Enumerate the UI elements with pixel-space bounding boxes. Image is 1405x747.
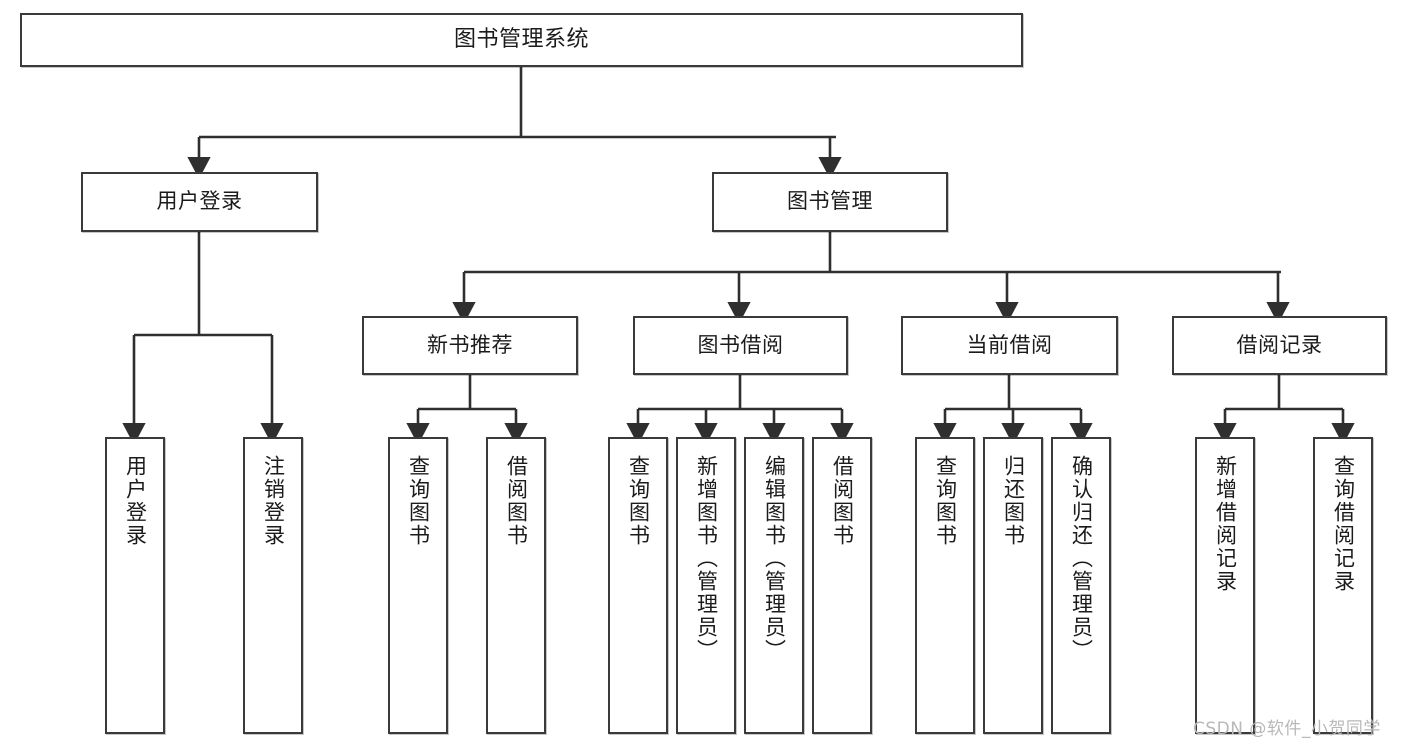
node-leaf-return-book[interactable]: 归还图书 [983,437,1043,734]
node-leaf-query-book-3-label: 查询图书 [933,455,958,547]
node-leaf-query-book-2-label: 查询图书 [626,455,651,547]
edge-userlogin-to-leaves [122,232,284,445]
node-leaf-borrow-book-1[interactable]: 借阅图书 [486,437,546,734]
edge-bookmanage-to-level3 [452,232,1290,324]
node-user-login[interactable]: 用户登录 [81,172,318,232]
node-user-login-label: 用户登录 [156,189,243,214]
node-leaf-user-login[interactable]: 用户登录 [105,437,165,734]
node-current-borrow-label: 当前借阅 [966,332,1053,357]
node-leaf-user-logout-label: 注销登录 [261,455,286,547]
node-leaf-confirm-return[interactable]: 确认归还（管理员） [1051,437,1111,734]
node-book-manage[interactable]: 图书管理 [712,172,948,232]
node-book-manage-label: 图书管理 [787,189,873,214]
node-leaf-query-record-label: 查询借阅记录 [1331,455,1356,593]
node-leaf-add-record-label: 新增借阅记录 [1213,455,1238,593]
node-leaf-user-login-label: 用户登录 [123,455,148,547]
edge-borrowrecord-to-leaves [1213,375,1355,445]
node-leaf-query-record[interactable]: 查询借阅记录 [1313,437,1373,734]
node-leaf-add-record[interactable]: 新增借阅记录 [1195,437,1255,734]
node-leaf-add-book-label: 新增图书（管理员） [694,455,719,662]
edge-newbook-to-leaves [406,375,528,445]
node-leaf-edit-book-label: 编辑图书（管理员） [762,455,787,662]
node-leaf-edit-book[interactable]: 编辑图书（管理员） [744,437,804,734]
edge-currentborrow-to-leaves [933,375,1093,445]
node-borrow-record-label: 借阅记录 [1236,332,1323,357]
node-borrow-record[interactable]: 借阅记录 [1172,316,1387,375]
node-book-borrow-label: 图书借阅 [697,332,784,357]
node-leaf-confirm-return-label: 确认归还（管理员） [1069,455,1094,662]
node-new-book-rec-label: 新书推荐 [427,332,513,357]
node-root[interactable]: 图书管理系统 [20,13,1023,67]
node-leaf-borrow-book-2[interactable]: 借阅图书 [812,437,872,734]
node-leaf-query-book-1[interactable]: 查询图书 [388,437,448,734]
node-leaf-add-book[interactable]: 新增图书（管理员） [676,437,736,734]
node-root-label: 图书管理系统 [453,26,589,52]
node-leaf-borrow-book-1-label: 借阅图书 [504,455,529,547]
edge-root-to-level2 [187,67,842,179]
node-leaf-user-logout[interactable]: 注销登录 [243,437,303,734]
node-new-book-rec[interactable]: 新书推荐 [362,316,578,375]
edge-bookborrow-to-leaves [626,375,854,445]
node-leaf-query-book-1-label: 查询图书 [406,455,431,547]
node-leaf-query-book-3[interactable]: 查询图书 [915,437,975,734]
node-leaf-borrow-book-2-label: 借阅图书 [830,455,855,547]
node-book-borrow[interactable]: 图书借阅 [633,316,848,375]
csdn-watermark: CSDN @软件_小贺同学 [1193,719,1381,739]
node-leaf-query-book-2[interactable]: 查询图书 [608,437,668,734]
node-leaf-return-book-label: 归还图书 [1001,455,1026,547]
node-current-borrow[interactable]: 当前借阅 [901,316,1118,375]
